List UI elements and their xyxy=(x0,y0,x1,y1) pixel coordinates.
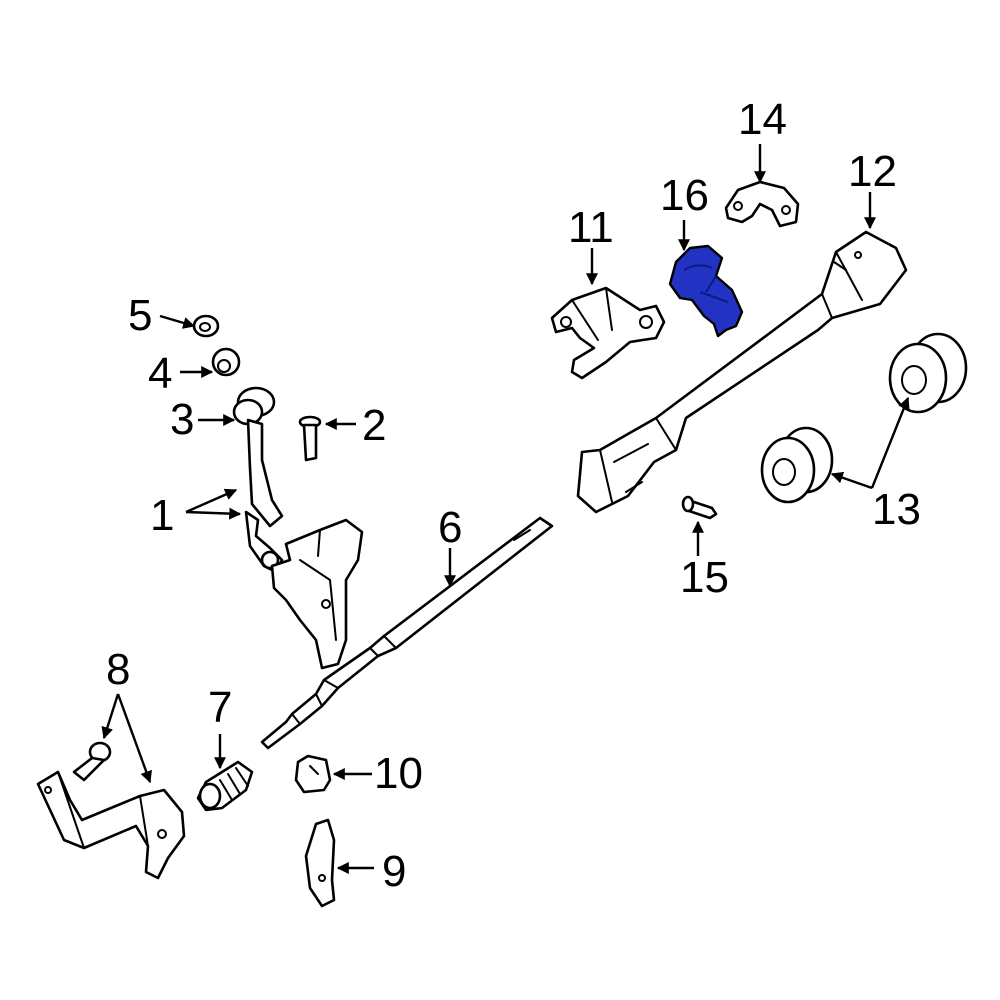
part-8-bracket[interactable] xyxy=(36,770,186,880)
callout-12: 12 xyxy=(848,147,897,196)
callout-4: 4 xyxy=(148,349,172,398)
part-13-bushing-lower[interactable] xyxy=(760,426,834,504)
part-7-spring-coupler[interactable] xyxy=(196,760,254,812)
callout-13: 13 xyxy=(872,485,921,534)
callout-16: 16 xyxy=(660,171,709,220)
callout-6: 6 xyxy=(438,503,462,552)
callout-labels: 1 2 3 4 5 6 7 8 9 10 11 12 13 14 15 16 xyxy=(106,95,921,896)
callout-1: 1 xyxy=(150,491,174,540)
callout-14: 14 xyxy=(738,95,787,144)
part-5-nut[interactable] xyxy=(192,314,220,338)
part-1-shift-linkage[interactable] xyxy=(244,418,364,670)
leader-lines xyxy=(101,144,910,874)
callout-10: 10 xyxy=(374,749,423,798)
part-2-bolt[interactable] xyxy=(298,415,322,462)
part-6-steering-shaft[interactable] xyxy=(260,516,554,750)
part-13-bushing-upper[interactable] xyxy=(888,332,968,414)
part-16-highlighted-component[interactable] xyxy=(668,244,744,338)
callout-11: 11 xyxy=(568,203,614,252)
part-4-bushing[interactable] xyxy=(211,347,241,377)
part-8-bolt[interactable] xyxy=(72,741,112,782)
callout-15: 15 xyxy=(680,553,729,602)
callout-8: 8 xyxy=(106,645,130,694)
part-11-bracket[interactable] xyxy=(550,286,666,380)
callout-2: 2 xyxy=(362,401,386,450)
callout-3: 3 xyxy=(170,395,194,444)
callout-7: 7 xyxy=(208,683,232,732)
part-9-lever[interactable] xyxy=(304,818,336,908)
part-15-pin[interactable] xyxy=(681,495,718,520)
part-12-column-tube[interactable] xyxy=(576,230,908,514)
callout-9: 9 xyxy=(382,847,406,896)
part-3-collar[interactable] xyxy=(232,386,276,426)
callout-5: 5 xyxy=(128,291,152,340)
part-14-clamp[interactable] xyxy=(724,180,800,228)
part-10-clip[interactable] xyxy=(294,754,332,794)
